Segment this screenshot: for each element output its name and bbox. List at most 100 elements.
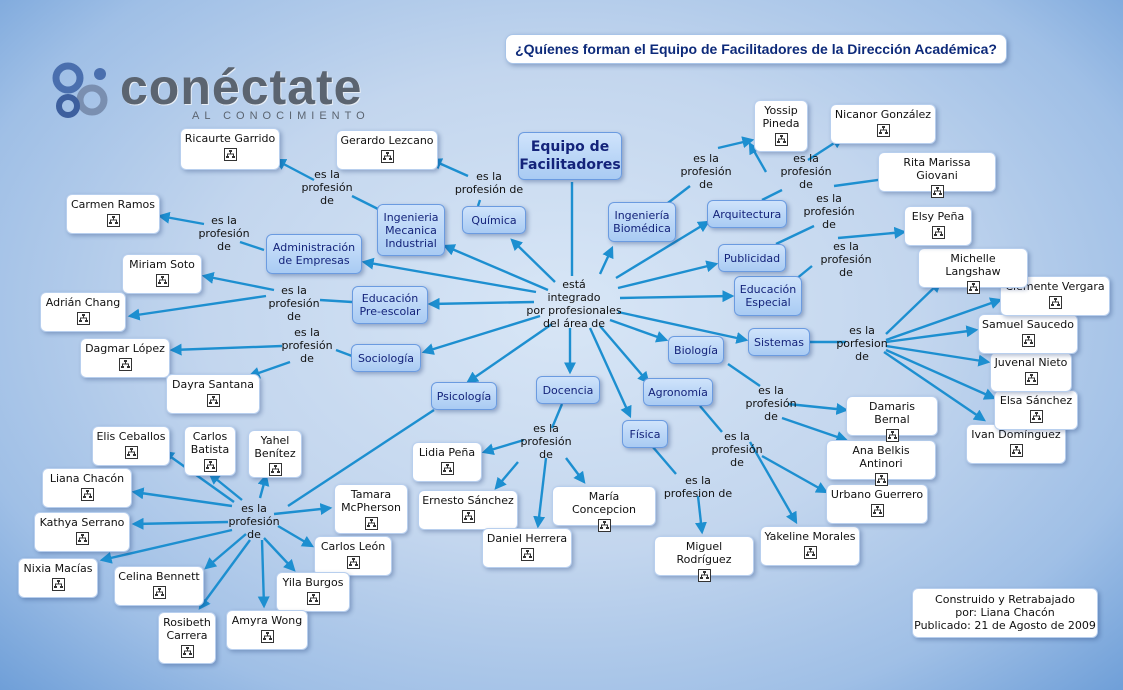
person-ricaurte[interactable]: Ricaurte Garrido <box>180 128 280 170</box>
connector-line <box>476 199 482 207</box>
concept-main[interactable]: Equipo de Facilitadores <box>518 132 622 180</box>
person-dayra[interactable]: Dayra Santana <box>166 374 260 414</box>
concept-map-icon <box>931 226 945 239</box>
person-tamara[interactable]: Tamara McPherson <box>334 484 408 534</box>
person-ernesto[interactable]: Ernesto Sánchez <box>418 490 518 530</box>
person-carlosl[interactable]: Carlos León <box>314 536 392 576</box>
person-celina[interactable]: Celina Bennett <box>114 566 204 606</box>
concept-map-icon <box>1029 410 1043 423</box>
person-rita[interactable]: Rita Marissa Giovani <box>878 152 996 198</box>
concept-map-icon <box>774 133 788 146</box>
connector-line <box>351 194 381 212</box>
link-label-arquitectura: es la profesión de <box>780 152 832 191</box>
connector-line <box>466 323 553 384</box>
person-gerardo[interactable]: Gerardo Lezcano <box>336 130 438 170</box>
connector-line <box>761 454 829 494</box>
connector-line <box>127 294 267 321</box>
connector-line <box>609 318 669 343</box>
person-yahel[interactable]: Yahel Benítez <box>248 430 302 478</box>
concept-quimica[interactable]: Química <box>462 206 526 234</box>
connector-line <box>198 539 251 610</box>
concept-map-icon <box>106 214 120 227</box>
person-carlosb[interactable]: Carlos Batista <box>184 426 236 476</box>
person-urbano[interactable]: Urbano Guerrero <box>826 484 928 524</box>
link-label-preescolar: es la profesión de <box>268 284 320 323</box>
connector-line <box>599 325 650 384</box>
person-damaris[interactable]: Damaris Bernal <box>846 396 938 442</box>
connector-line <box>201 271 275 292</box>
person-rosibeth[interactable]: Rosibeth Carrera <box>158 612 216 664</box>
link-label-psicologia: es la profesión de <box>228 502 280 541</box>
concept-fisica[interactable]: Física <box>622 420 668 448</box>
person-elsyp[interactable]: Elsy Peña <box>904 206 972 246</box>
person-lidia[interactable]: Lidia Peña <box>412 442 482 482</box>
person-elsas[interactable]: Elsa Sánchez <box>994 390 1078 430</box>
person-ana[interactable]: Ana Belkis Antinori <box>826 440 936 486</box>
logo-mark-icon <box>52 62 108 118</box>
concept-map-icon <box>124 446 138 459</box>
person-amyra[interactable]: Amyra Wong <box>226 610 308 650</box>
person-yila[interactable]: Yila Burgos <box>276 572 350 612</box>
connector-line <box>885 280 942 335</box>
person-kathya[interactable]: Kathya Serrano <box>34 512 130 552</box>
concept-especial[interactable]: Educación Especial <box>734 276 802 316</box>
person-juvenal[interactable]: Juvenal Nieto <box>990 352 1072 392</box>
concept-map-icon <box>118 358 132 371</box>
concept-biologia[interactable]: Biología <box>668 336 724 364</box>
concept-psicologia[interactable]: Psicología <box>431 382 497 410</box>
person-miguel[interactable]: Miguel Rodríguez <box>654 536 754 582</box>
person-nixia[interactable]: Nixia Macías <box>18 558 98 598</box>
connector-line <box>565 457 586 484</box>
connector-line <box>727 363 761 387</box>
person-michelle[interactable]: Michelle Langshaw <box>918 248 1028 294</box>
person-maria[interactable]: María Concepcion <box>552 486 656 532</box>
connector-line <box>494 461 519 490</box>
connector-line <box>550 403 564 429</box>
connector-line <box>204 533 247 570</box>
person-nicanor[interactable]: Nicanor González <box>830 104 936 144</box>
connector-line <box>781 416 849 443</box>
connector-line <box>287 408 435 508</box>
concept-map-icon <box>203 459 217 472</box>
concept-map-icon <box>1021 334 1035 347</box>
concept-map-icon <box>966 281 980 294</box>
concept-arquitectura[interactable]: Arquitectura <box>707 200 787 228</box>
person-samuel[interactable]: Samuel Saucedo <box>978 314 1078 354</box>
connector-line <box>421 314 541 355</box>
person-miriam[interactable]: Miriam Soto <box>122 254 202 294</box>
connector-line <box>588 327 632 419</box>
person-ivan[interactable]: Ivan Domínguez <box>966 424 1066 464</box>
concept-map-icon <box>874 473 888 486</box>
person-dagmar[interactable]: Dagmar López <box>80 338 170 378</box>
person-daniel[interactable]: Daniel Herrera <box>482 528 572 568</box>
link-label-agronomia: es la profesión de <box>711 430 763 469</box>
person-carmen[interactable]: Carmen Ramos <box>66 194 160 234</box>
concept-agronomia[interactable]: Agronomía <box>643 378 713 406</box>
person-elis[interactable]: Elis Ceballos <box>92 426 170 466</box>
concept-biomedica[interactable]: Ingeniería Biomédica <box>608 202 676 242</box>
connector-line <box>694 495 707 535</box>
person-liana[interactable]: Liana Chacón <box>42 468 132 508</box>
concept-preescolar[interactable]: Educación Pre-escolar <box>352 286 428 324</box>
connector-line <box>787 402 849 415</box>
connector-line <box>717 136 755 150</box>
person-adrian[interactable]: Adrián Chang <box>40 292 126 332</box>
person-yakeline[interactable]: Yakeline Morales <box>760 526 860 566</box>
concept-sociologia[interactable]: Sociología <box>351 344 421 372</box>
concept-docencia[interactable]: Docencia <box>536 376 600 404</box>
connector-line <box>885 325 979 344</box>
concept-map-icon <box>364 517 378 530</box>
concept-sistemas[interactable]: Sistemas <box>748 328 810 356</box>
concept-mecanica[interactable]: Ingenieria Mecanica Industrial <box>377 204 445 256</box>
concept-map-icon <box>1009 444 1023 457</box>
link-label-sistemas: es la porfesion de <box>836 324 888 363</box>
concept-map-icon <box>885 429 899 442</box>
concept-map-icon <box>930 185 944 198</box>
person-yossip[interactable]: Yossip Pineda <box>754 100 808 152</box>
connector-line <box>335 348 353 358</box>
page-title: ¿Quíenes forman el Equipo de Facilitador… <box>505 34 1007 64</box>
concept-publicidad[interactable]: Publicidad <box>718 244 786 272</box>
connector-line <box>157 211 205 226</box>
concept-admin[interactable]: Administración de Empresas <box>266 234 362 274</box>
